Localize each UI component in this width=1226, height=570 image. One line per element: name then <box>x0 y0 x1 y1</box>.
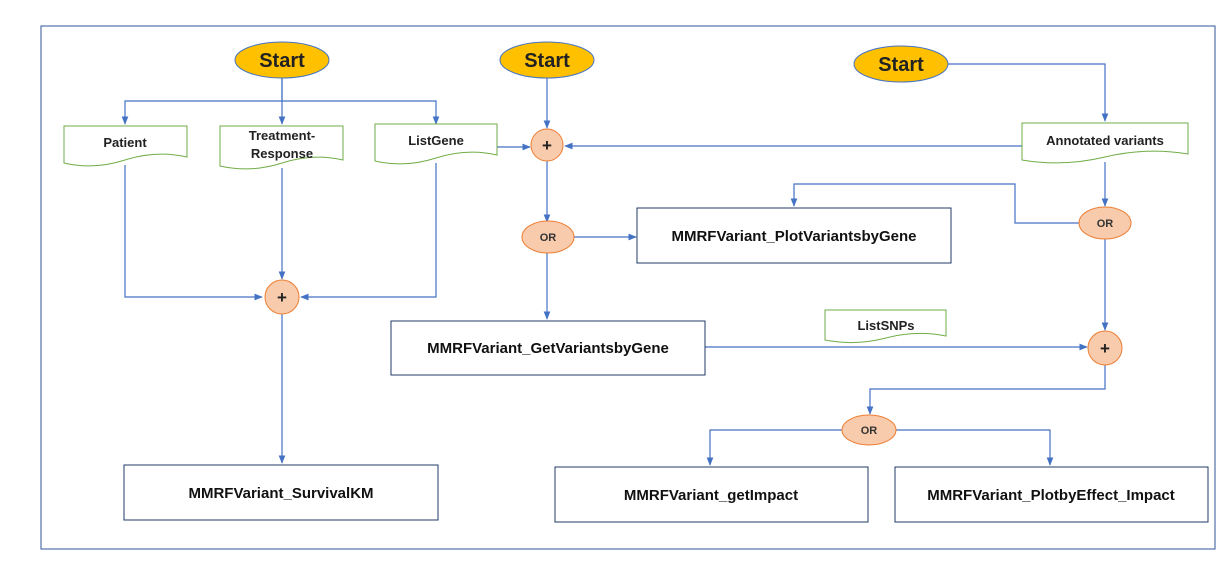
operator-label: OR <box>861 425 878 437</box>
data-node-patient[interactable]: Patient <box>63 125 188 167</box>
data-node-label-line-1: Treatment- <box>249 128 315 143</box>
document-shape <box>374 123 498 165</box>
start-node-1[interactable]: Start <box>234 41 330 79</box>
process-box <box>390 320 706 376</box>
process-box <box>554 466 869 523</box>
document-shape <box>824 309 947 344</box>
data-node-treatment-response[interactable]: Treatment- Response <box>219 125 344 170</box>
operator-shape <box>841 414 897 446</box>
edge-listgene-and-left <box>300 163 437 301</box>
operator-shape <box>521 220 575 254</box>
data-node-annotated-variants[interactable]: Annotated variants <box>1021 122 1189 164</box>
operator-label: OR <box>540 232 557 244</box>
edges <box>121 63 1109 466</box>
operator-or-mid[interactable]: OR <box>521 220 575 254</box>
data-node-label: ListSNPs <box>857 318 914 333</box>
start-node-label: Start <box>878 54 924 76</box>
process-node-plotvariantsbygene[interactable]: MMRFVariant_PlotVariantsbyGene <box>636 207 952 264</box>
start-node-label: Start <box>259 50 305 72</box>
edge-start1-listgene <box>282 100 440 125</box>
operator-label: + <box>277 288 287 307</box>
operator-label: + <box>1100 339 1110 358</box>
process-node-survivalkm[interactable]: MMRFVariant_SurvivalKM <box>123 464 439 521</box>
process-label: MMRFVariant_PlotVariantsbyGene <box>671 228 916 245</box>
process-label: MMRFVariant_SurvivalKM <box>188 485 373 502</box>
edge-or-right-plotvariants <box>790 183 1080 224</box>
edge-start3-annotated <box>948 63 1109 122</box>
start-node-shape <box>499 41 595 79</box>
operator-shape <box>1087 330 1123 366</box>
data-node-label: ListGene <box>408 133 464 148</box>
data-node-label: Patient <box>103 135 147 150</box>
operator-and-left[interactable]: + <box>264 279 300 315</box>
process-box <box>636 207 952 264</box>
data-node-label: Annotated variants <box>1046 133 1164 148</box>
operator-or-bottom[interactable]: OR <box>841 414 897 446</box>
diagram-frame <box>40 25 1216 550</box>
operator-or-right[interactable]: OR <box>1078 206 1132 240</box>
document-shape <box>63 125 188 167</box>
start-node-shape <box>853 45 949 83</box>
process-label: MMRFVariant_getImpact <box>624 487 798 504</box>
edge-patient-and-left <box>124 165 263 301</box>
edge-or-bottom-plotbyeffect <box>896 429 1054 466</box>
edge-or-bottom-getimpact <box>706 429 842 466</box>
process-label: MMRFVariant_PlotbyEffect_Impact <box>927 487 1175 504</box>
data-node-listsnps[interactable]: ListSNPs <box>824 309 947 344</box>
operator-label: OR <box>1097 218 1114 230</box>
operator-and-right[interactable]: + <box>1087 330 1123 366</box>
start-node-label: Start <box>524 50 570 72</box>
start-node-shape <box>234 41 330 79</box>
operator-shape <box>1078 206 1132 240</box>
process-node-plotbyeffect-impact[interactable]: MMRFVariant_PlotbyEffect_Impact <box>894 466 1209 523</box>
operator-label: + <box>542 136 552 155</box>
data-node-listgene[interactable]: ListGene <box>374 123 498 165</box>
process-label: MMRFVariant_GetVariantsbyGene <box>427 340 669 357</box>
data-node-label-line-2: Response <box>251 146 313 161</box>
edge-and-right-or-bottom <box>866 364 1106 415</box>
process-node-getvariantsbygene[interactable]: MMRFVariant_GetVariantsbyGene <box>390 320 706 376</box>
document-shape <box>1021 122 1189 164</box>
process-node-getimpact[interactable]: MMRFVariant_getImpact <box>554 466 869 523</box>
operator-shape <box>264 279 300 315</box>
start-node-3[interactable]: Start <box>853 45 949 83</box>
document-shape <box>219 125 344 170</box>
start-node-2[interactable]: Start <box>499 41 595 79</box>
process-box <box>894 466 1209 523</box>
process-box <box>123 464 439 521</box>
operator-and-top[interactable]: + <box>530 128 564 162</box>
operator-shape <box>530 128 564 162</box>
